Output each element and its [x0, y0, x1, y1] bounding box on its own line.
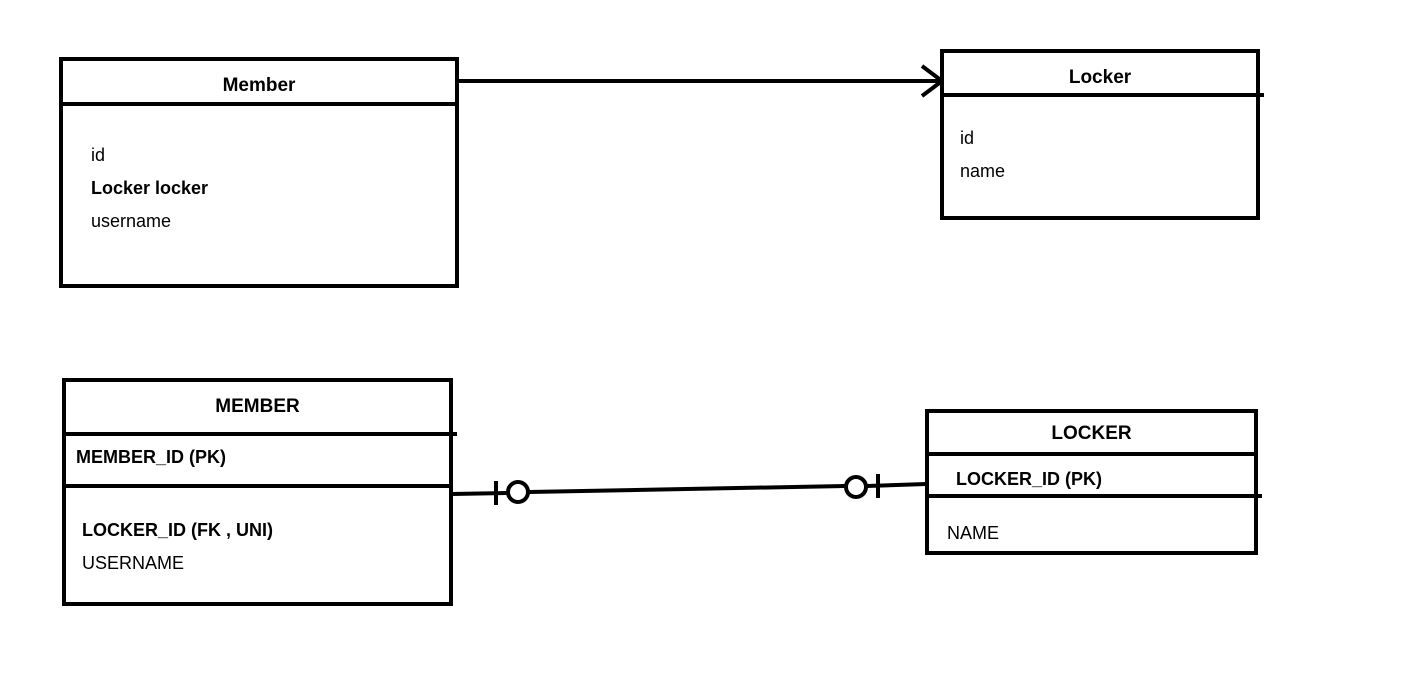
locker-table-title: LOCKER	[1051, 423, 1132, 444]
member-table-pk: MEMBER_ID (PK)	[76, 447, 227, 467]
member-table-box: MEMBER MEMBER_ID (PK) LOCKER_ID (FK , UN…	[62, 378, 457, 606]
locker-table-field-name: NAME	[947, 523, 1000, 543]
member-table-field-username: USERNAME	[82, 553, 185, 573]
locker-table-pk: LOCKER_ID (PK)	[956, 469, 1103, 489]
locker-side-zero-circle	[844, 475, 868, 499]
member-class-divider	[59, 102, 459, 106]
member-table-title: MEMBER	[215, 396, 300, 417]
locker-table-pk-divider	[925, 494, 1262, 498]
locker-table-title-divider	[925, 452, 1258, 456]
member-field-username: username	[91, 211, 172, 231]
locker-field-id: id	[960, 128, 975, 148]
locker-class-box: Locker id name	[940, 49, 1264, 220]
member-to-locker-reference-arrow	[458, 64, 946, 98]
member-field-locker: Locker locker	[91, 178, 209, 198]
locker-class-divider	[940, 93, 1264, 97]
member-class-title: Member	[222, 75, 296, 96]
member-table-title-divider	[62, 432, 457, 436]
locker-field-name: name	[960, 161, 1006, 181]
member-table-field-locker-id: LOCKER_ID (FK , UNI)	[82, 520, 273, 540]
member-side-zero-circle	[506, 480, 530, 504]
member-field-id: id	[91, 145, 106, 165]
member-table-pk-divider	[62, 484, 453, 488]
member-locker-one-to-one-relationship	[451, 474, 927, 505]
locker-table-box: LOCKER LOCKER_ID (PK) NAME	[925, 409, 1262, 555]
member-class-box: Member id Locker locker username	[59, 57, 459, 288]
locker-class-title: Locker	[1068, 67, 1132, 88]
